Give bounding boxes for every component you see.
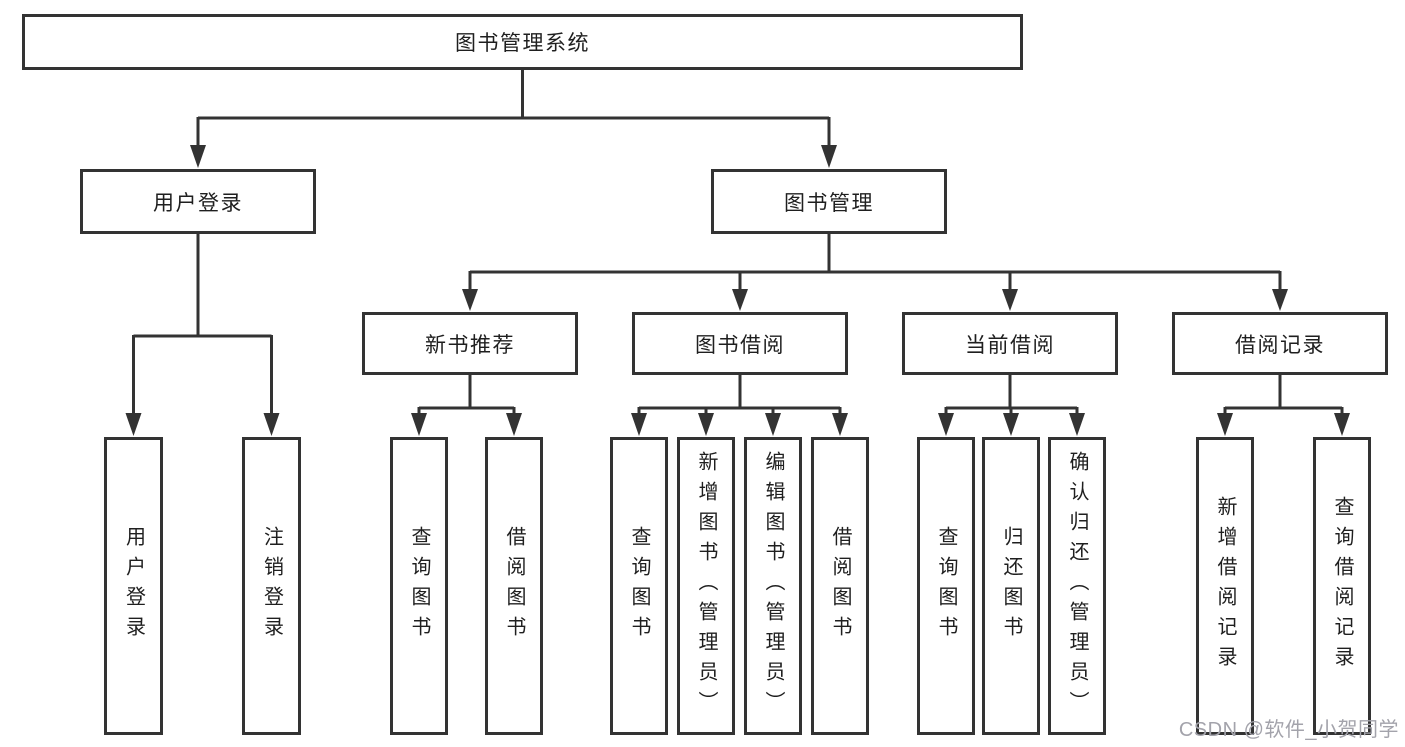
leaf-label: 查询图书 [935,526,957,646]
arrow-down-icon [698,413,714,436]
leaf-label: 确认归还（管理员） [1066,451,1088,721]
connector-book-borrow-branch [631,375,848,436]
leaf-query-books: 查询图书 [610,437,668,735]
connector-new-book-branch [411,375,522,436]
node-borrowing-records: 借阅记录 [1172,312,1388,375]
leaf-return-books: 归还图书 [982,437,1040,735]
arrow-down-icon [1069,413,1085,436]
leaf-query-borrow-record: 查询借阅记录 [1313,437,1371,735]
leaf-label: 新增图书（管理员） [695,451,717,721]
leaf-label: 借阅图书 [503,526,525,646]
leaf-confirm-return-admin: 确认归还（管理员） [1048,437,1106,735]
arrow-down-icon [1217,413,1233,436]
arrow-down-icon [125,413,142,436]
node-label: 图书管理 [784,191,874,215]
leaf-borrow-books: 借阅图书 [485,437,543,735]
arrow-down-icon [263,413,280,436]
node-label: 图书管理系统 [455,32,590,55]
node-current-borrowing: 当前借阅 [902,312,1118,375]
csdn-watermark: CSDN @软件_小贺同学 [1178,719,1399,741]
connector-user-login-branch [125,234,280,436]
leaf-label: 用户登录 [122,526,145,646]
leaf-label: 查询借阅记录 [1331,496,1353,676]
leaf-user-login: 用户登录 [104,437,163,735]
node-label: 图书借阅 [695,333,785,357]
leaf-add-borrow-record: 新增借阅记录 [1196,437,1254,735]
node-library-management-system: 图书管理系统 [22,14,1023,70]
leaf-label: 查询图书 [408,526,430,646]
node-book-management: 图书管理 [711,169,947,234]
leaf-query-books: 查询图书 [917,437,975,735]
arrow-down-icon [765,413,781,436]
node-label: 当前借阅 [965,333,1055,357]
node-new-book-recommendation: 新书推荐 [362,312,578,375]
leaf-label: 归还图书 [1000,526,1022,646]
leaf-logout: 注销登录 [242,437,301,735]
leaf-label: 查询图书 [628,526,650,646]
node-label: 借阅记录 [1235,333,1325,357]
arrow-down-icon [411,413,427,436]
arrow-down-icon [190,145,206,168]
arrow-down-icon [1002,289,1018,311]
arrow-down-icon [821,145,837,168]
leaf-borrow-books: 借阅图书 [811,437,869,735]
node-label: 用户登录 [153,191,243,215]
arrow-down-icon [732,289,748,311]
arrow-down-icon [1272,289,1288,311]
arrow-down-icon [631,413,647,436]
leaf-label: 编辑图书（管理员） [762,451,784,721]
leaf-edit-books-admin: 编辑图书（管理员） [744,437,802,735]
connector-root-branch [190,70,837,168]
connector-borrow-records-branch [1217,375,1350,436]
connector-current-borrow-branch [938,375,1085,436]
arrow-down-icon [1003,413,1019,436]
arrow-down-icon [506,413,522,436]
connector-book-management-branch [462,234,1288,311]
leaf-label: 注销登录 [260,526,283,646]
arrow-down-icon [938,413,954,436]
leaf-add-books-admin: 新增图书（管理员） [677,437,735,735]
arrow-down-icon [832,413,848,436]
node-book-borrowing: 图书借阅 [632,312,848,375]
leaf-label: 借阅图书 [829,526,851,646]
arrow-down-icon [1334,413,1350,436]
leaf-query-books: 查询图书 [390,437,448,735]
node-user-login: 用户登录 [80,169,316,234]
node-label: 新书推荐 [425,333,515,357]
leaf-label: 新增借阅记录 [1214,496,1236,676]
arrow-down-icon [462,289,478,311]
